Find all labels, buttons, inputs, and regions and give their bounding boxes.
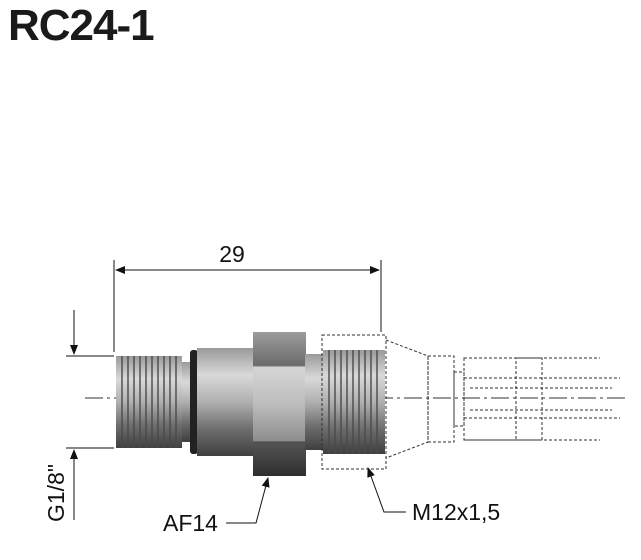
length-dimension	[113, 260, 382, 352]
body-neck	[190, 348, 255, 456]
length-label: 29	[219, 241, 245, 267]
mating-part-outline	[385, 339, 620, 459]
collar	[305, 354, 325, 450]
thread-left-label: G1/8"	[43, 464, 69, 522]
hex-leader	[226, 477, 270, 524]
thread-diameter-dimension	[66, 310, 114, 520]
thread-right-label: M12x1,5	[412, 499, 500, 525]
right-thread	[321, 334, 387, 470]
hex-label: AF14	[163, 510, 218, 536]
hex-nut	[253, 332, 306, 476]
page-title: RC24-1	[8, 1, 155, 50]
thread-right-leader	[367, 467, 406, 513]
left-thread	[116, 356, 192, 448]
